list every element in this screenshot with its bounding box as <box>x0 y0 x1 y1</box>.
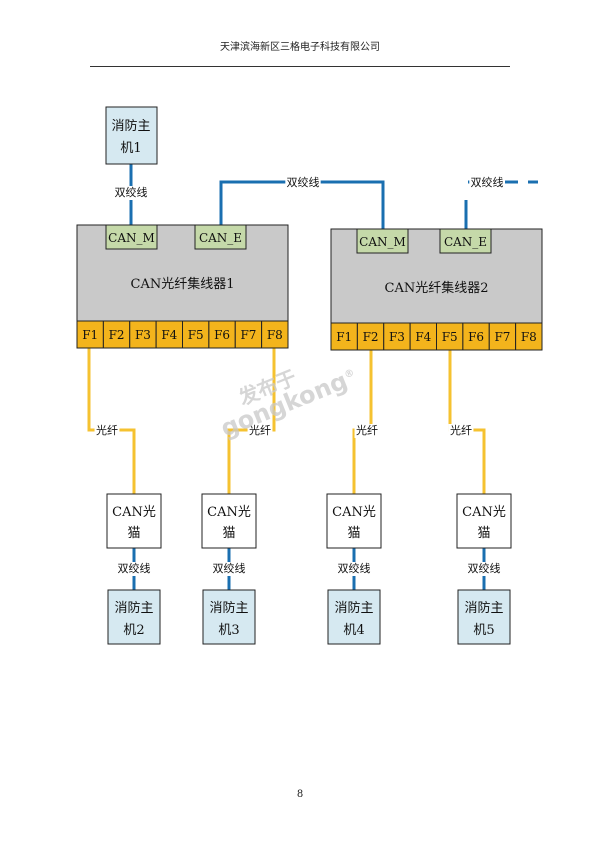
fire-host-1-label: 机1 <box>120 141 141 156</box>
hub-port-label: F3 <box>135 328 151 342</box>
fire-host-label: 消防主 <box>114 600 153 616</box>
cable-label-twisted-pair-bg <box>285 176 321 190</box>
cable-label-fiber-bg <box>94 424 120 438</box>
cable-label-twisted-pair: 双绞线 <box>468 561 501 575</box>
hub-port-label: F5 <box>442 330 458 344</box>
fire-host-label: 机4 <box>343 623 364 638</box>
hub-port-label: F4 <box>415 330 431 344</box>
hub-port-label: F8 <box>267 328 283 342</box>
hub-port-label: F1 <box>82 328 98 342</box>
fire-host-label: 消防主 <box>464 600 503 616</box>
cable-label-twisted-pair: 双绞线 <box>471 175 504 189</box>
fiber-cable <box>448 350 486 494</box>
cable-label-twisted-pair: 双绞线 <box>287 175 320 189</box>
can-m-module <box>105 224 158 250</box>
cable-label-twisted-pair: 双绞线 <box>213 561 246 575</box>
hub-port-F2 <box>102 320 131 349</box>
fire-host-1-label: 消防主 <box>111 118 150 134</box>
hub-name-2: CAN光纤集线器2 <box>385 280 489 296</box>
cable-label-fiber: 光纤 <box>249 423 271 437</box>
hub-port-F6 <box>208 320 236 349</box>
can-e-label: CAN_E <box>199 231 242 245</box>
hub-port-label: F5 <box>188 328 204 342</box>
hub-port-F8 <box>261 320 289 349</box>
converter-label: 猫 <box>222 526 235 541</box>
can-fiber-converter <box>326 493 382 549</box>
converter-label: 猫 <box>347 526 360 541</box>
can-e-module <box>194 224 247 250</box>
hub-port-label: F7 <box>494 330 510 344</box>
cable-label-twisted-pair: 双绞线 <box>115 185 148 199</box>
can-m-module <box>356 228 409 254</box>
fire-host-label: 机2 <box>123 623 144 638</box>
hub-port-label: F2 <box>363 330 379 344</box>
fire-host-3 <box>202 589 256 645</box>
can-fiber-converter <box>201 493 257 549</box>
converter-label: CAN光 <box>207 505 251 520</box>
hub-port-label: F6 <box>468 330 484 344</box>
page-header: 天津滨海新区三格电子科技有限公司 <box>220 42 380 53</box>
hub-port-label: F2 <box>109 328 125 342</box>
cable-label-twisted-pair-bg <box>116 562 152 576</box>
can-e-module <box>439 228 492 254</box>
hub-port-F6 <box>462 322 490 351</box>
can-fiber-converter <box>106 493 162 549</box>
hub-port-label: F3 <box>389 330 405 344</box>
cable-label-twisted-pair: 双绞线 <box>118 561 151 575</box>
hub-port-F5 <box>182 320 210 349</box>
hub-port-F8 <box>515 322 543 351</box>
hub-name-1: CAN光纤集线器1 <box>131 276 235 292</box>
hub-port-F7 <box>234 320 263 349</box>
cable-label-twisted-pair-bg <box>211 562 247 576</box>
fire-host-1 <box>105 106 158 165</box>
hub-port-label: F6 <box>214 328 230 342</box>
fire-host-label: 机3 <box>218 623 239 638</box>
converter-label: CAN光 <box>332 505 376 520</box>
can-m-label: CAN_M <box>108 231 155 245</box>
cable-label-fiber-bg <box>448 424 474 438</box>
cable-label-fiber: 光纤 <box>356 423 378 437</box>
header-rule <box>90 66 510 67</box>
cable-label-fiber: 光纤 <box>450 423 472 437</box>
cable-label-twisted-pair-bg <box>469 176 505 190</box>
converter-label: 猫 <box>127 526 140 541</box>
hub-port-label: F1 <box>336 330 352 344</box>
cable-label-twisted-pair: 双绞线 <box>338 561 371 575</box>
converter-label: 猫 <box>477 526 490 541</box>
fire-host-5 <box>457 589 511 645</box>
hub-port-label: F8 <box>521 330 537 344</box>
fire-host-2 <box>107 589 161 645</box>
page-number: 8 <box>296 789 304 800</box>
fire-host-4 <box>327 589 381 645</box>
hub-port-F7 <box>488 322 517 351</box>
fire-host-label: 消防主 <box>209 600 248 616</box>
cable-label-twisted-pair-bg <box>113 186 149 200</box>
can-m-label: CAN_M <box>359 235 406 249</box>
can-fiber-converter <box>456 493 512 549</box>
hub-port-F1 <box>76 320 104 349</box>
can-e-label: CAN_E <box>444 235 487 249</box>
hub-port-F1 <box>330 322 358 351</box>
cable-label-twisted-pair-bg <box>336 562 372 576</box>
fire-host-label: 消防主 <box>334 600 373 616</box>
converter-label: CAN光 <box>462 505 506 520</box>
cable-label-fiber-bg <box>247 424 273 438</box>
cable-label-fiber: 光纤 <box>96 423 118 437</box>
cable-label-twisted-pair-bg <box>466 562 502 576</box>
hub-port-F4 <box>409 322 437 351</box>
fiber-cable <box>352 350 373 494</box>
hub-port-label: F7 <box>240 328 256 342</box>
fiber-cable <box>87 348 136 494</box>
converter-label: CAN光 <box>112 505 156 520</box>
cable-label-fiber-bg <box>354 424 380 438</box>
hub-port-label: F4 <box>161 328 177 342</box>
fire-host-label: 机5 <box>473 623 494 638</box>
hub-port-F5 <box>436 322 464 351</box>
